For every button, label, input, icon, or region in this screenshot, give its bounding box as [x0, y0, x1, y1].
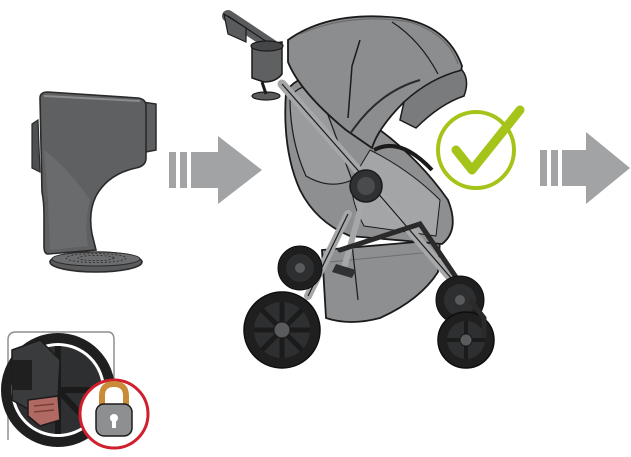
double-arrow-right-icon [540, 132, 630, 204]
padlock-icon [80, 380, 148, 448]
stroller-icon [224, 14, 494, 368]
check-circle-icon [438, 110, 520, 188]
brake-inset [6, 332, 148, 448]
double-arrow-right-icon [169, 136, 262, 204]
cup-holder-icon [32, 92, 156, 272]
